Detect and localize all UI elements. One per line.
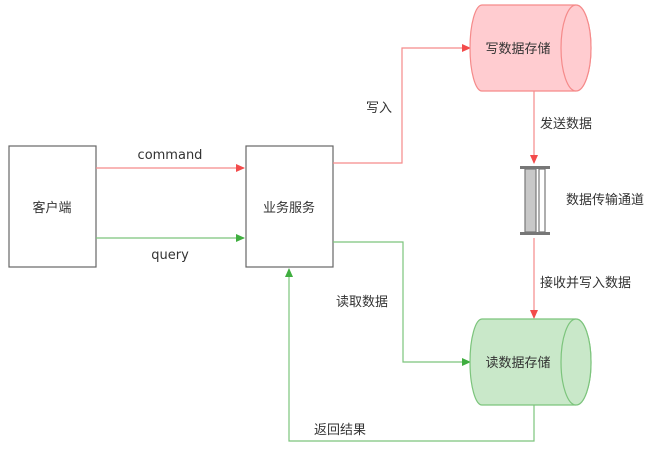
write-store-label: 写数据存储 [485, 42, 550, 57]
client-label: 客户端 [32, 200, 71, 216]
query-label: query [151, 248, 189, 263]
command-label: command [138, 148, 203, 163]
read-label: 读取数据 [336, 295, 388, 310]
write-store-node[interactable]: 写数据存储 [469, 4, 592, 92]
receive-label: 接收并写入数据 [540, 275, 631, 291]
read-store-label: 读数据存储 [485, 356, 550, 371]
read-edge: 读取数据 [333, 241, 471, 366]
write-edge: 写入 [333, 44, 471, 164]
return-label: 返回结果 [314, 423, 366, 438]
command-edge: command [96, 148, 245, 172]
send-edge: 发送数据 [530, 91, 592, 164]
service-node[interactable]: 业务服务 [245, 145, 334, 268]
receive-edge: 接收并写入数据 [530, 238, 631, 319]
client-node[interactable]: 客户端 [8, 145, 97, 268]
send-label: 发送数据 [540, 116, 592, 132]
read-store-node[interactable]: 读数据存储 [469, 318, 592, 406]
channel-label: 数据传输通道 [566, 192, 644, 208]
service-label: 业务服务 [263, 200, 315, 216]
return-edge: 返回结果 [285, 268, 535, 442]
write-label: 写入 [366, 101, 392, 116]
channel-node[interactable]: 数据传输通道 [520, 166, 644, 235]
query-edge: query [96, 234, 245, 263]
